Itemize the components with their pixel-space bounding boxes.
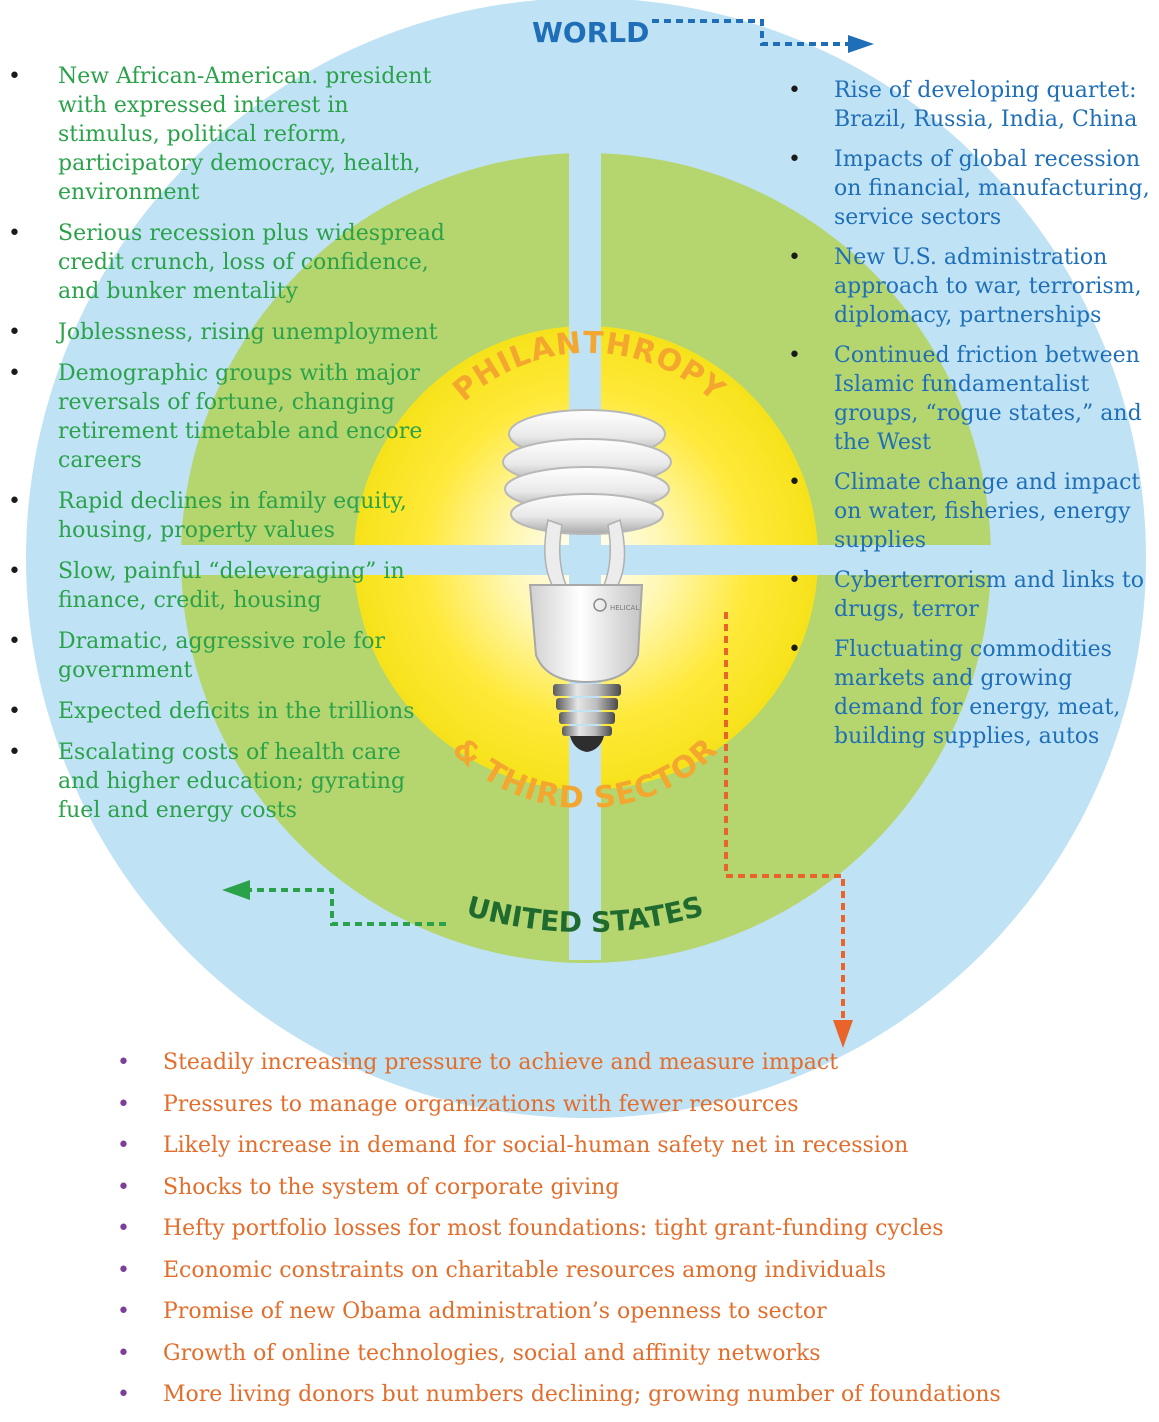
list-item: Slow, painful “deleveraging” in finance,… [8,557,448,615]
list-item: Expected deficits in the trillions [8,697,448,726]
list-item: Rapid declines in family equity, housing… [8,487,448,545]
list-item: Hefty portfolio losses for most foundati… [115,1214,1115,1243]
list-item: More living donors but numbers declining… [115,1380,1115,1409]
list-item: Pressures to manage organizations with f… [115,1090,1115,1119]
light-bulb-icon: HELICAL [502,409,672,752]
bulb-print: HELICAL [610,604,639,612]
list-item: Joblessness, rising unemployment [8,318,448,347]
list-item: Continued friction between Islamic funda… [786,341,1158,457]
list-item: Likely increase in demand for social-hum… [115,1131,1115,1160]
sector-arrow [724,612,853,1048]
world-arrow [652,19,874,53]
list-item: New African-American. president with exp… [8,62,448,207]
list-item: Economic constraints on charitable resou… [115,1256,1115,1285]
world-label: WORLD [532,16,649,49]
list-item: Fluctuating commodities markets and grow… [786,635,1158,751]
united-states-arrow [222,880,446,926]
list-item: New U.S. administration approach to war,… [786,243,1158,330]
list-item: Climate change and impact on water, fish… [786,468,1158,555]
list-item: Promise of new Obama administration’s op… [115,1297,1115,1326]
united-states-issues-list: New African-American. president with exp… [8,62,448,837]
list-item: Rise of developing quartet: Brazil, Russ… [786,76,1158,134]
list-item: Serious recession plus widespread credit… [8,219,448,306]
list-item: Growth of online technologies, social an… [115,1339,1115,1368]
list-item: Steadily increasing pressure to achieve … [115,1048,1115,1077]
list-item: Dramatic, aggressive role for government [8,627,448,685]
list-item: Shocks to the system of corporate giving [115,1173,1115,1202]
world-issues-list: Rise of developing quartet: Brazil, Russ… [786,76,1158,762]
list-item: Demographic groups with major reversals … [8,359,448,475]
list-item: Escalating costs of health care and high… [8,738,448,825]
third-sector-issues-list: Steadily increasing pressure to achieve … [115,1048,1115,1422]
list-item: Cyberterrorism and links to drugs, terro… [786,566,1158,624]
list-item: Impacts of global recession on financial… [786,145,1158,232]
